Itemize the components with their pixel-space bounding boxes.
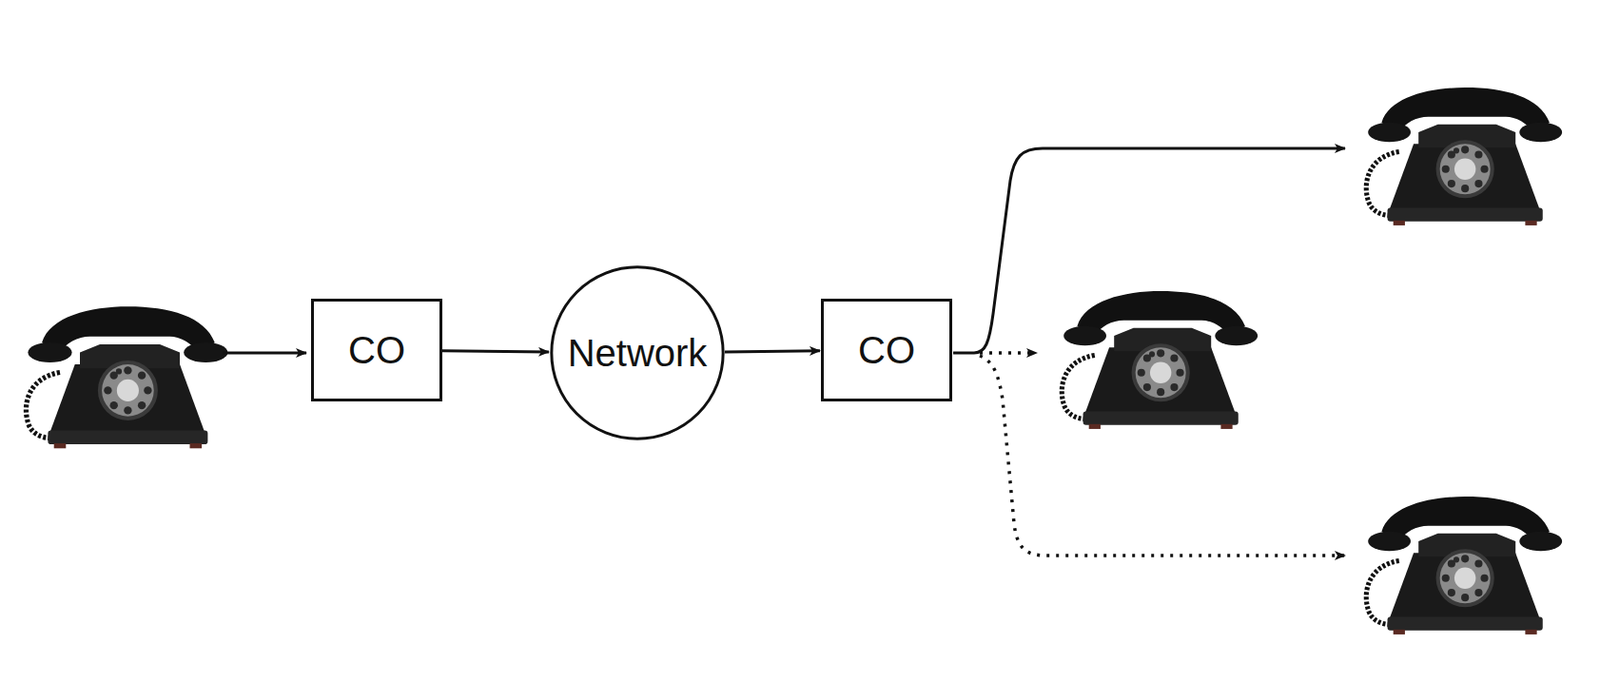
telephone <box>25 306 228 449</box>
network-circle: Network <box>549 265 725 441</box>
line-arrow <box>222 351 307 355</box>
process-box: CO <box>820 298 953 402</box>
connector-arrow <box>442 351 549 352</box>
dotted-arrow <box>979 351 1037 355</box>
dotted-arrow <box>979 355 1346 556</box>
telephone <box>1365 87 1562 226</box>
node-label: CO <box>348 329 406 371</box>
line-arrow <box>953 148 1346 353</box>
telephone <box>1061 291 1258 430</box>
telephone <box>1365 496 1562 635</box>
connector-arrow <box>724 351 820 352</box>
process-box: CO <box>311 298 443 402</box>
node-label: CO <box>858 329 916 371</box>
node-label: Network <box>567 331 708 374</box>
